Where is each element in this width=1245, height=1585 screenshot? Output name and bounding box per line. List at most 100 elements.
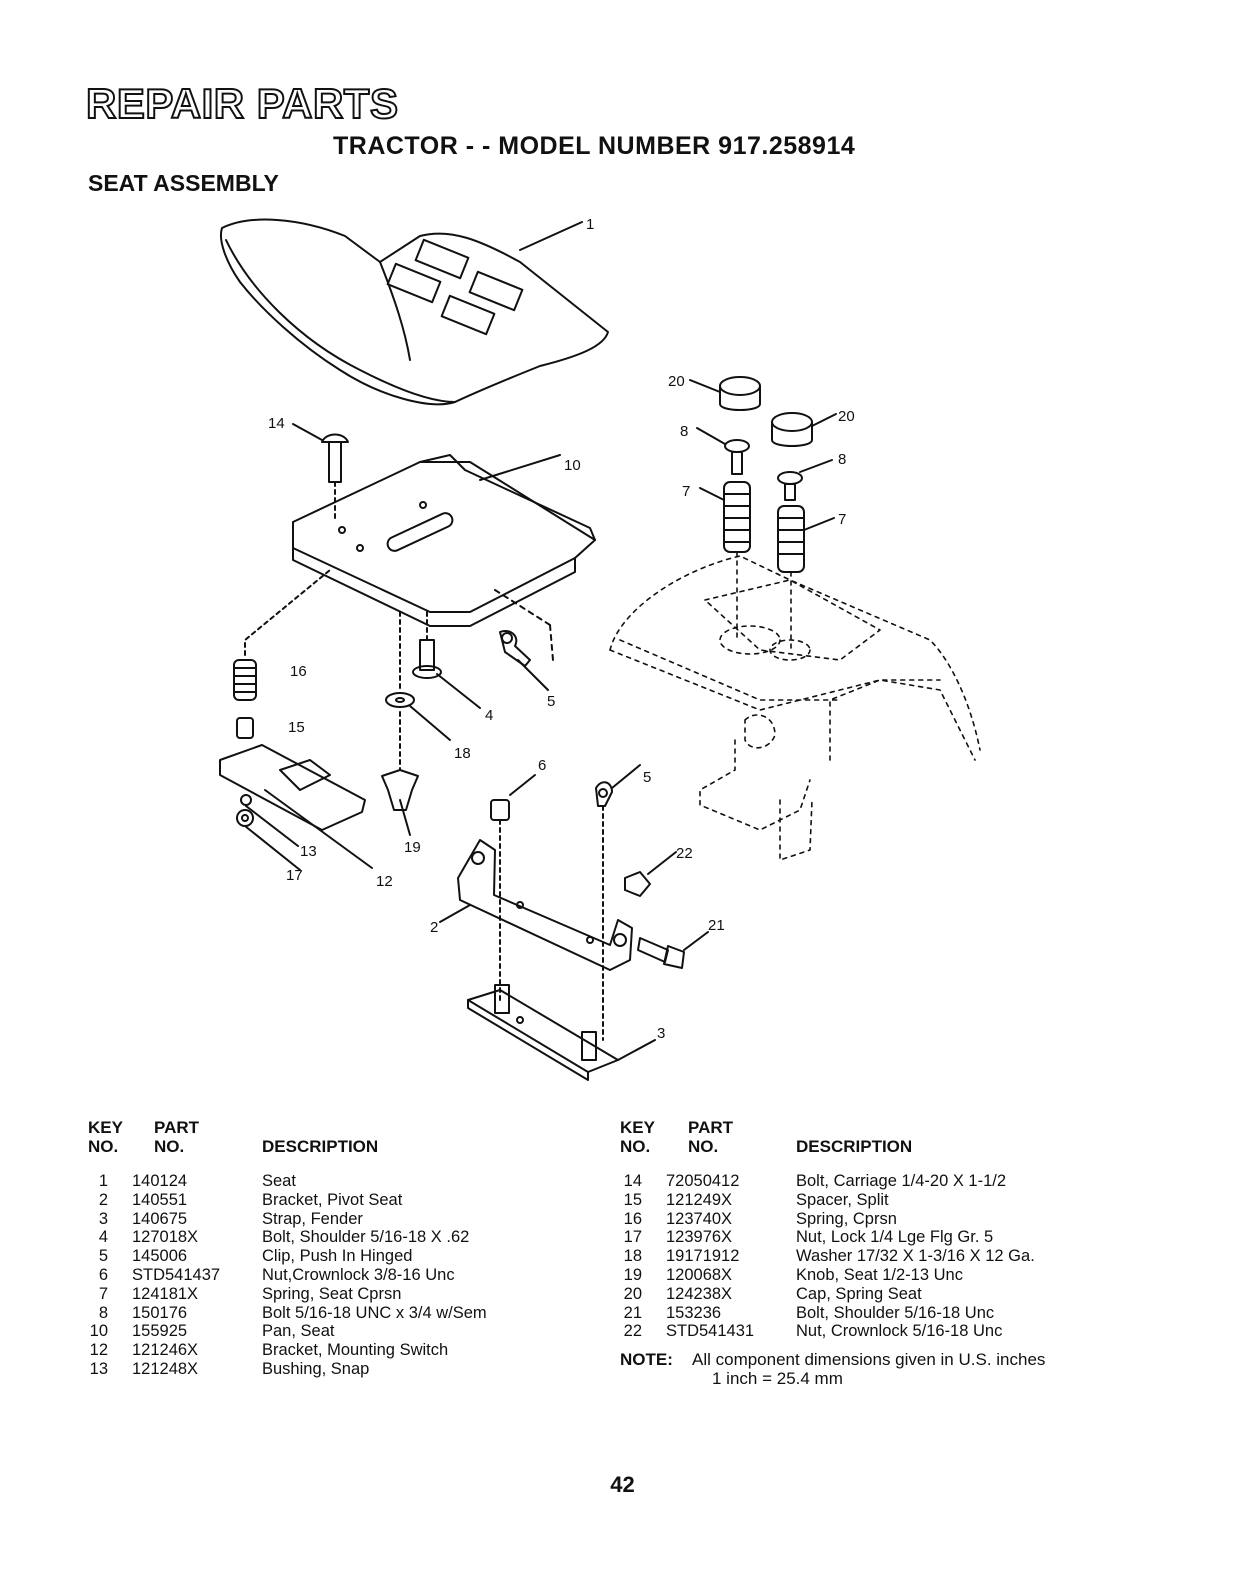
section-title: SEAT ASSEMBLY xyxy=(88,170,279,196)
knob-part xyxy=(381,611,451,836)
callout-label: 8 xyxy=(838,451,846,468)
part-number: 120068X xyxy=(666,1266,733,1284)
key-number: 12 xyxy=(89,1341,108,1360)
part-description: Knob, Seat 1/2-13 Unc xyxy=(796,1266,963,1284)
key-number: 6 xyxy=(98,1266,108,1284)
part-description: Cap, Spring Seat xyxy=(796,1284,922,1303)
part-number: 123740X xyxy=(666,1209,733,1228)
callout-labels: 1 14 10 20 20 8 8 7 7 16 15 4 5 18 6 5 1… xyxy=(268,216,855,1042)
callout-label: 20 xyxy=(838,408,855,425)
part-description: Bolt, Shoulder 5/16-18 Unc xyxy=(796,1303,995,1322)
spring-part xyxy=(233,569,331,739)
key-number: 16 xyxy=(623,1209,642,1228)
part-number: 124238X xyxy=(666,1284,733,1303)
switch-bracket-part xyxy=(219,744,373,871)
part-number: 121248X xyxy=(132,1360,199,1378)
carriage-bolt-part xyxy=(292,423,349,521)
key-no-header: NO. xyxy=(88,1137,119,1156)
push-clip-part xyxy=(494,589,554,691)
part-header: PART xyxy=(688,1118,734,1137)
callout-label: 14 xyxy=(268,415,285,432)
part-number: 123976X xyxy=(666,1228,733,1247)
part-description: Washer 17/32 X 1-3/16 X 12 Ga. xyxy=(796,1247,1035,1266)
spring-cap-part xyxy=(689,376,837,447)
part-number: STD541431 xyxy=(666,1322,755,1341)
seat-spring-part xyxy=(699,481,835,573)
exploded-parts-diagram: 1 14 10 20 20 8 8 7 7 16 15 4 5 18 6 5 1… xyxy=(219,216,981,1081)
part-number: STD541437 xyxy=(132,1266,221,1284)
callout-label: 4 xyxy=(485,707,493,724)
callout-label: 20 xyxy=(668,373,685,390)
callout-label: 18 xyxy=(454,745,471,762)
callout-label: 6 xyxy=(538,757,546,774)
callout-label: 16 xyxy=(290,663,307,680)
note-line-1: All component dimensions given in U.S. i… xyxy=(692,1350,1046,1369)
part-number: 153236 xyxy=(666,1303,722,1322)
seat-pan-part xyxy=(292,454,596,627)
part-description: Bolt 5/16-18 UNC x 3/4 w/Sem xyxy=(262,1303,487,1322)
description-header: DESCRIPTION xyxy=(262,1137,379,1156)
pivot-bracket-part xyxy=(439,839,633,971)
part-number: 140551 xyxy=(132,1190,188,1209)
key-header: KEY xyxy=(620,1118,655,1137)
callout-label: 15 xyxy=(288,719,305,736)
part-number: 121249X xyxy=(666,1190,733,1209)
callout-label: 10 xyxy=(564,457,581,474)
part-number: 140124 xyxy=(132,1172,188,1190)
callout-label: 7 xyxy=(838,511,846,528)
part-number: 145006 xyxy=(132,1247,188,1266)
callout-label: 12 xyxy=(376,873,393,890)
note-line-2: 1 inch = 25.4 mm xyxy=(712,1369,843,1388)
key-number: 20 xyxy=(623,1284,642,1303)
bolt-part xyxy=(696,427,833,501)
callout-label: 21 xyxy=(708,917,725,934)
callout-label: 5 xyxy=(547,693,555,710)
key-number: 19 xyxy=(623,1266,642,1284)
part-header: PART xyxy=(154,1118,200,1137)
part-description: Nut, Lock 1/4 Lge Flg Gr. 5 xyxy=(796,1228,994,1247)
part-number: 121246X xyxy=(132,1341,199,1360)
callout-label: 3 xyxy=(657,1025,665,1042)
part-number: 19171912 xyxy=(666,1247,740,1266)
part-description: Strap, Fender xyxy=(262,1209,363,1228)
part-description: Nut, Crownlock 5/16-18 Unc xyxy=(796,1322,1003,1341)
key-number: 2 xyxy=(98,1190,108,1209)
shoulder-bolt-part xyxy=(637,931,709,969)
part-description: Spring, Seat Cprsn xyxy=(262,1284,402,1303)
callout-label: 22 xyxy=(676,845,693,862)
callout-label: 8 xyxy=(680,423,688,440)
callout-label: 13 xyxy=(300,843,317,860)
part-description: Bracket, Pivot Seat xyxy=(262,1190,403,1209)
model-subtitle: TRACTOR - - MODEL NUMBER 917.258914 xyxy=(333,132,856,160)
shoulder-bolt-part xyxy=(412,611,481,709)
page-number: 42 xyxy=(610,1472,635,1497)
part-number: 72050412 xyxy=(666,1172,740,1190)
key-number: 5 xyxy=(98,1247,108,1266)
callout-label: 2 xyxy=(430,919,438,936)
part-no-header: NO. xyxy=(154,1137,185,1156)
callout-label: 19 xyxy=(404,839,421,856)
key-number: 13 xyxy=(89,1360,108,1378)
crownlock-nut-part xyxy=(490,774,536,1001)
description-header: DESCRIPTION xyxy=(796,1137,913,1156)
key-number: 14 xyxy=(623,1172,642,1190)
part-description: Spacer, Split xyxy=(796,1190,889,1209)
part-description: Bushing, Snap xyxy=(262,1360,370,1378)
key-number: 8 xyxy=(98,1303,108,1322)
part-number: 150176 xyxy=(132,1303,188,1322)
push-clip-part xyxy=(595,764,641,1041)
part-number: 124181X xyxy=(132,1284,199,1303)
key-number: 15 xyxy=(623,1190,642,1209)
fender-strap-part xyxy=(467,984,656,1081)
seat-part xyxy=(220,218,609,406)
part-description: Spring, Cprsn xyxy=(796,1209,897,1228)
callout-label: 7 xyxy=(682,483,690,500)
fender-outline xyxy=(609,551,981,861)
callout-label: 17 xyxy=(286,867,303,884)
key-number: 17 xyxy=(623,1228,642,1247)
part-description: Nut,Crownlock 3/8-16 Unc xyxy=(262,1266,455,1284)
part-number: 155925 xyxy=(132,1322,188,1341)
part-number: 127018X xyxy=(132,1228,199,1247)
part-number: 140675 xyxy=(132,1209,188,1228)
part-no-header: NO. xyxy=(688,1137,719,1156)
